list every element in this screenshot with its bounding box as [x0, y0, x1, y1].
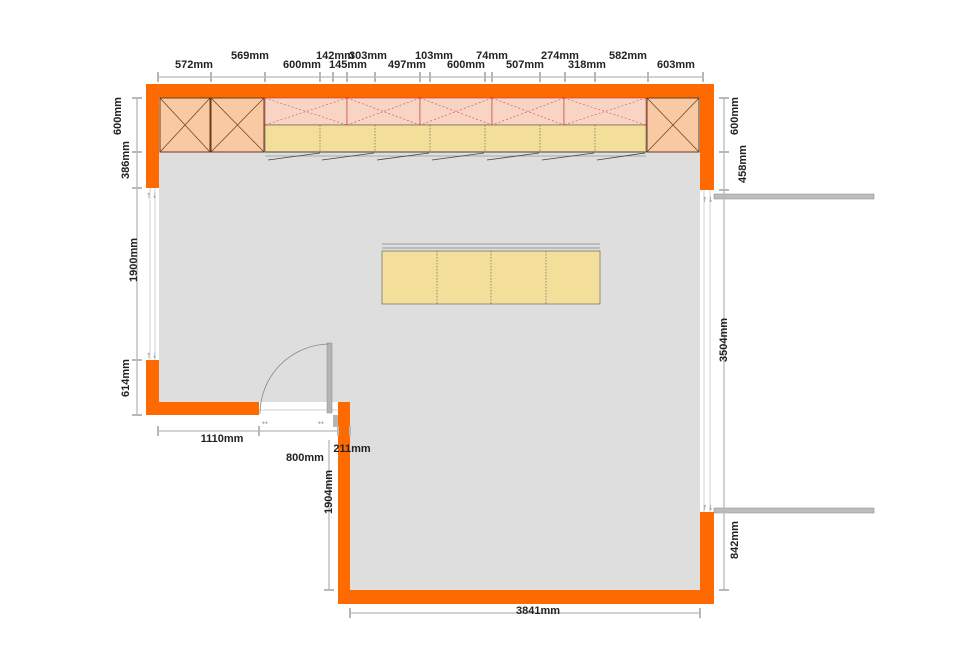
top-dim-4: 142mm — [316, 50, 354, 62]
bottom-dim-door: 800mm — [286, 452, 324, 464]
svg-text:↑↓: ↑↓ — [146, 352, 158, 360]
top-dim-12: 274mm — [541, 50, 579, 62]
left-dim-window: 1900mm — [128, 238, 140, 282]
svg-text:↑↓: ↑↓ — [702, 504, 714, 512]
bottom-dim-wall: 3841mm — [516, 605, 560, 617]
svg-text:↑↓: ↑↓ — [146, 192, 158, 200]
upper-rail — [713, 193, 875, 200]
inner-vertical-dimension-line — [324, 440, 334, 591]
top-dim-14: 582mm — [609, 50, 647, 62]
right-dimension-line — [719, 97, 729, 591]
top-dim-1: 572mm — [175, 59, 213, 71]
bottom-dimension-line — [349, 608, 701, 618]
top-dim-6: 303mm — [349, 50, 387, 62]
top-dim-9: 600mm — [447, 59, 485, 71]
top-dim-11: 507mm — [506, 59, 544, 71]
lower-rail — [713, 507, 875, 514]
top-dimension-line — [157, 72, 704, 82]
left-dimension-line — [132, 97, 142, 416]
right-dim-lower: 842mm — [729, 521, 741, 559]
left-dim-lower: 614mm — [120, 359, 132, 397]
top-dimension-labels: 572mm 569mm 600mm 142mm 145mm 303mm 497m… — [175, 50, 695, 71]
left-window: ↑↓ ↑↓ — [146, 188, 159, 360]
right-dim-upper-lower: 458mm — [737, 145, 749, 183]
top-dim-3: 600mm — [283, 59, 321, 71]
right-dim-opening: 3504mm — [718, 318, 730, 362]
top-dim-7: 497mm — [388, 59, 426, 71]
floor-area — [159, 98, 700, 590]
inner-dim-height: 1904mm — [323, 470, 335, 514]
left-dim-upper: 600mm — [112, 97, 124, 135]
base-units-top — [264, 124, 647, 161]
svg-text:↑↓: ↑↓ — [702, 196, 714, 204]
top-dim-15: 603mm — [657, 59, 695, 71]
left-dim-upper-lower: 386mm — [120, 141, 132, 179]
right-opening: ↑↓ ↑↓ — [700, 190, 875, 514]
top-dim-10: 74mm — [476, 50, 508, 62]
bottom-left-dimension-line — [157, 426, 351, 436]
left-dimension-labels: 600mm 386mm 1900mm 614mm — [112, 97, 140, 397]
top-dim-13: 318mm — [568, 59, 606, 71]
top-dim-8: 103mm — [415, 50, 453, 62]
tall-units — [159, 97, 700, 153]
svg-text:↔: ↔ — [318, 419, 324, 427]
wall-units — [264, 97, 647, 126]
top-dim-2: 569mm — [231, 50, 269, 62]
door-swing — [259, 343, 330, 415]
island — [381, 243, 601, 305]
svg-text:↔: ↔ — [262, 419, 268, 427]
door-leaf — [326, 342, 333, 414]
door: ↔ ↔ — [259, 342, 338, 427]
right-dim-upper: 600mm — [729, 97, 741, 135]
top-dim-5: 145mm — [329, 59, 367, 71]
bottom-dim-left-wall: 1110mm — [201, 433, 244, 445]
bottom-dim-return: 211mm — [333, 443, 371, 455]
right-dimension-labels: 600mm 458mm 3504mm 842mm — [718, 97, 749, 559]
